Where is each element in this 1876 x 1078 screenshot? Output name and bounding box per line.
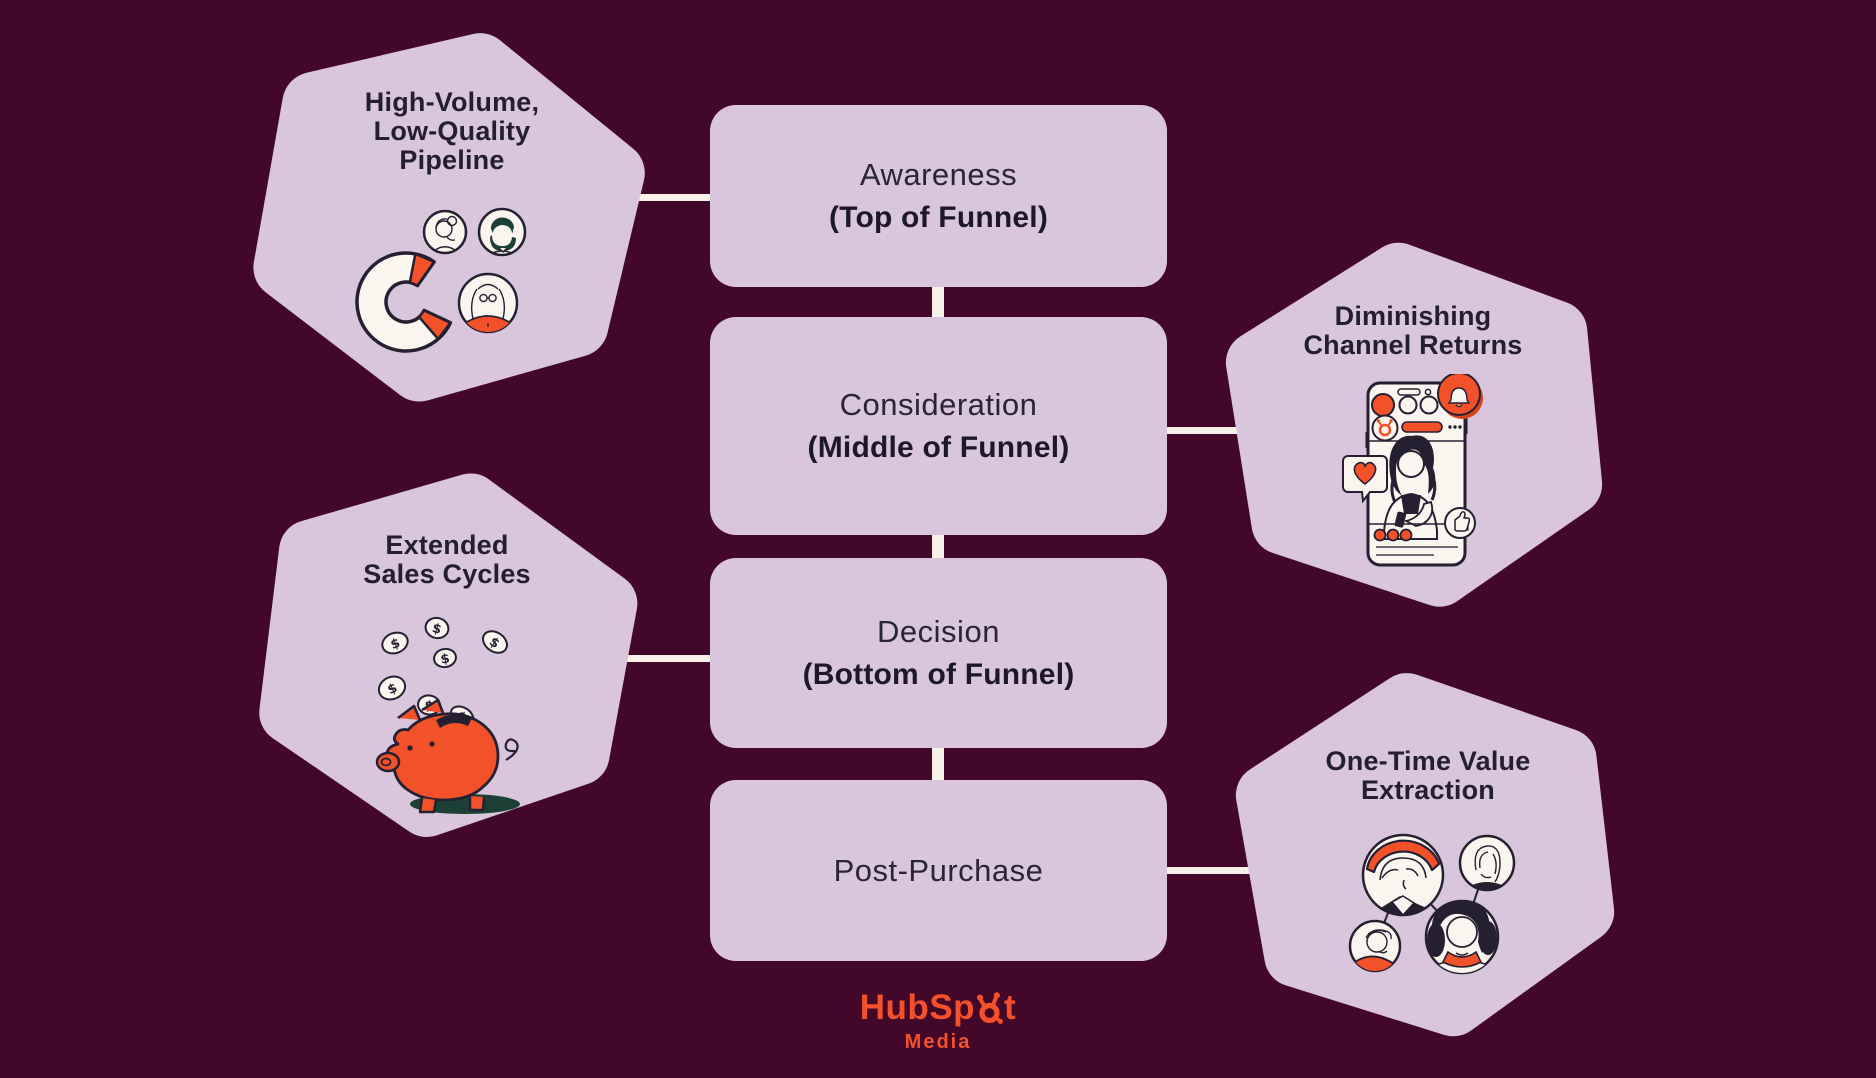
social-phone-illustration [1342, 374, 1483, 567]
hubspot-media-logo: HubSp t Media [788, 988, 1088, 1054]
svg-text:$: $ [440, 651, 452, 667]
title-line: Sales Cycles [363, 559, 531, 589]
title-line: Extended [385, 530, 509, 560]
connector-postpurchase-value [1165, 867, 1265, 874]
magnet-leads-illustration [355, 207, 527, 353]
title-line: Extraction [1360, 775, 1496, 805]
title-line: One-Time Value [1325, 746, 1531, 776]
connector-consideration-decision [932, 533, 944, 560]
connector-salescycles-decision [580, 655, 712, 662]
title-line: Channel Returns [1303, 330, 1523, 360]
funnel-stage-awareness: Awareness (Top of Funnel) [710, 105, 1167, 287]
hubspot-wordmark: HubSp t [860, 988, 1016, 1028]
brand-text-left: HubSp [859, 988, 976, 1027]
woman-avatar [1383, 435, 1438, 540]
customer-avatar-sketch-woman-icon [1458, 834, 1516, 892]
connector-consideration-channel [1165, 427, 1260, 434]
stage-sublabel: (Middle of Funnel) [807, 431, 1070, 464]
stage-label: Consideration [839, 387, 1038, 422]
notification-bell-icon [1437, 374, 1483, 419]
lead-avatar-woman-icon [422, 209, 468, 255]
piggy-bank-icon [375, 698, 520, 814]
funnel-stage-decision: Decision (Bottom of Funnel) [710, 558, 1167, 748]
connector-decision-postpurchase [932, 746, 944, 782]
title-line: Pipeline [399, 145, 505, 175]
customer-avatar-orange-shirt-icon [1348, 919, 1402, 973]
thumbs-up-icon [1444, 507, 1476, 539]
stage-label: Awareness [859, 157, 1018, 192]
title-line: High-Volume, [364, 87, 540, 117]
stage-sublabel: (Bottom of Funnel) [802, 658, 1075, 691]
stage-label: Decision [877, 614, 1000, 649]
logo-subtitle: Media [904, 1031, 972, 1053]
svg-text:$: $ [430, 621, 443, 638]
piggy-bank-coins-illustration: $ $ $ $ $ $ $ [375, 616, 520, 814]
customer-avatar-beanie-icon [1361, 833, 1445, 917]
connector-pipeline-awareness [575, 194, 712, 201]
lead-avatar-man-icon [477, 207, 527, 257]
challenge-title-sales-cycles: Extended Sales Cycles [287, 531, 607, 589]
challenge-title-channel-returns: Diminishing Channel Returns [1243, 302, 1583, 360]
customer-network-illustration [1348, 833, 1516, 975]
title-line: Diminishing [1334, 301, 1492, 331]
challenge-title-pipeline: High-Volume, Low-Quality Pipeline [292, 88, 612, 175]
magnet-icon [355, 251, 453, 353]
stage-label: Post-Purchase [833, 852, 1044, 888]
heart-like-bubble-icon [1342, 455, 1388, 504]
stage-sublabel: (Top of Funnel) [828, 201, 1049, 234]
connector-awareness-consideration [932, 286, 944, 319]
title-line: Low-Quality [373, 116, 531, 146]
funnel-stage-post-purchase: Post-Purchase [710, 780, 1167, 961]
phone-icon [1342, 374, 1483, 567]
hubspot-sprocket-mini-icon [1376, 419, 1393, 437]
funnel-stage-consideration: Consideration (Middle of Funnel) [710, 317, 1167, 535]
lead-avatar-glasses-icon [457, 272, 519, 334]
challenge-title-value-extraction: One-Time Value Extraction [1258, 747, 1598, 805]
customer-avatar-bob-woman-icon [1424, 899, 1500, 975]
hubspot-sprocket-icon [976, 992, 1003, 1024]
brand-text-right: t [1004, 988, 1017, 1027]
